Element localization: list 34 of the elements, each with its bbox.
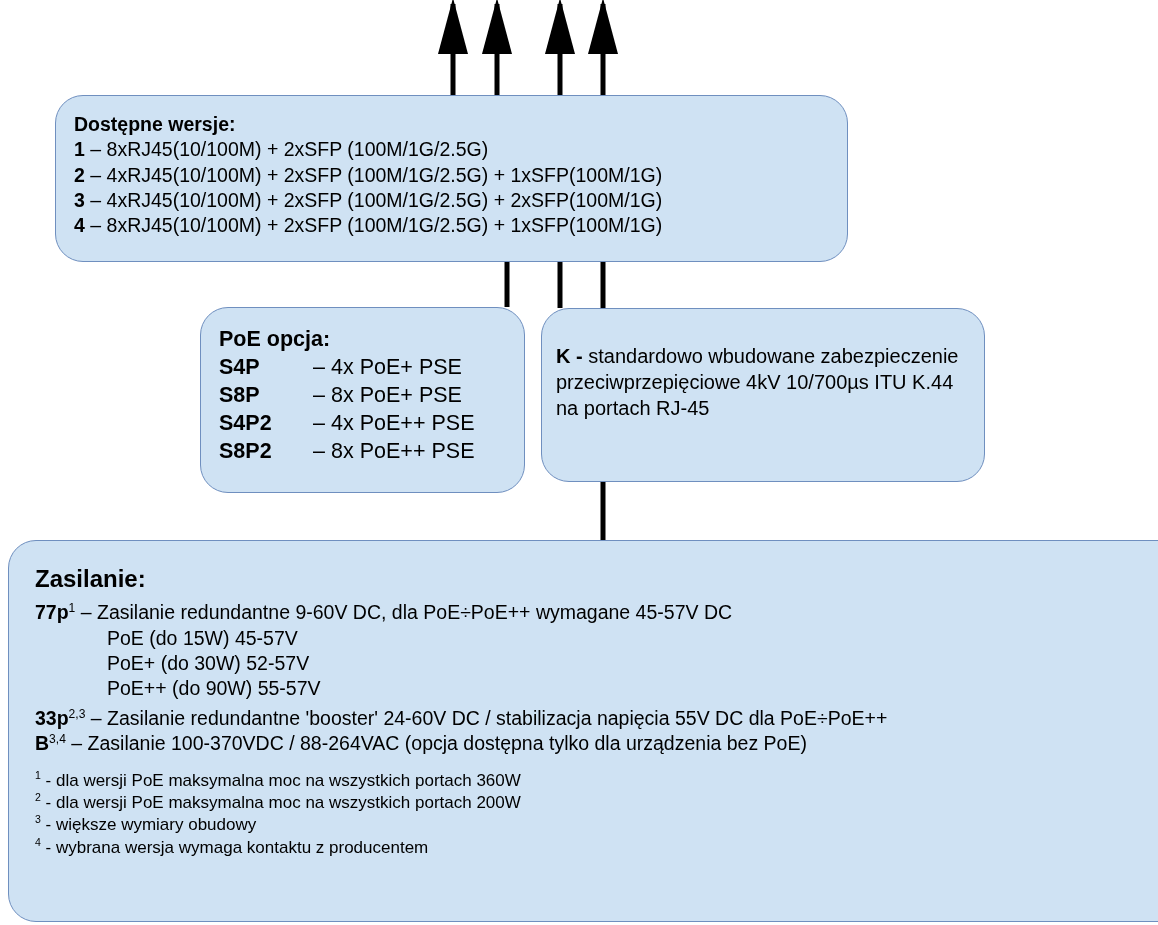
text-line: B$^{3,4}$ – Zasilanie 100-370VDC / 88-264VAC (opcja dostępna tylko dla urządzenia bez PoE) — [35, 730, 808, 756]
rounded-box — [541, 308, 985, 482]
text-line: PoE+ (do 30W) 52-57V — [107, 650, 311, 676]
text-line: 4 – 8xRJ45(10/100M) + 2xSFP (100M/1G/2.5G) + 1xSFP(100M/1G) — [74, 213, 664, 239]
text-line: 2 – 4xRJ45(10/100M) + 2xSFP (100M/1G/2.5G) + 1xSFP(100M/1G) — [74, 162, 664, 188]
text-line: PoE (do 15W) 45-57V — [107, 625, 299, 651]
connector-line — [600, 262, 606, 308]
heading: Dostępne wersje: — [74, 112, 237, 137]
text-line: 77p$^{1}$ – Zasilanie redundantne 9-60V DC, dla PoE÷PoE++ wymagane 45-57V DC — [35, 600, 734, 626]
text-line: K - standardowo wbudowane zabezpieczenie przeciwprzepięciowe 4kV 10/700µs ITU K.44 na portach RJ-45 — [556, 344, 960, 421]
footnote: $^{3}$ - większe wymiary obudowy — [35, 814, 258, 837]
footnote: $^{2}$ - dla wersji PoE maksymalna moc na wszystkich portach 200W — [35, 792, 522, 815]
connector-line — [557, 262, 563, 308]
text-line: S8P – 8x PoE+ PSE — [219, 381, 463, 409]
footnote: $^{4}$ - wybrana wersja wymaga kontaktu z producentem — [35, 836, 430, 859]
arrow — [482, 0, 512, 95]
rounded-box — [55, 95, 848, 262]
connector-line — [600, 482, 606, 540]
text-line: 33p$^{2,3}$ – Zasilanie redundantne 'booster' 24-60V DC / stabilizacja napięcia 55V DC dla PoE÷PoE++ — [35, 705, 889, 731]
text-line: 1 – 8xRJ45(10/100M) + 2xSFP (100M/1G/2.5G) — [74, 137, 490, 163]
heading: Zasilanie: — [35, 564, 147, 594]
text-line: PoE++ (do 90W) 55-57V — [107, 676, 322, 702]
text-line: S4P – 4x PoE+ PSE — [219, 353, 463, 381]
footnote: $^{1}$ - dla wersji PoE maksymalna moc na wszystkich portach 360W — [35, 770, 522, 793]
arrow — [438, 0, 468, 95]
connector-line — [504, 262, 510, 307]
rounded-box — [200, 307, 525, 493]
arrow — [545, 0, 575, 95]
heading: PoE opcja: — [219, 326, 332, 353]
rounded-box — [8, 540, 1158, 922]
text-line: S4P2 – 4x PoE++ PSE — [219, 409, 476, 437]
arrow — [588, 0, 618, 95]
text-line: S8P2 – 8x PoE++ PSE — [219, 437, 476, 465]
text-line: 3 – 4xRJ45(10/100M) + 2xSFP (100M/1G/2.5G) + 2xSFP(100M/1G) — [74, 188, 664, 214]
